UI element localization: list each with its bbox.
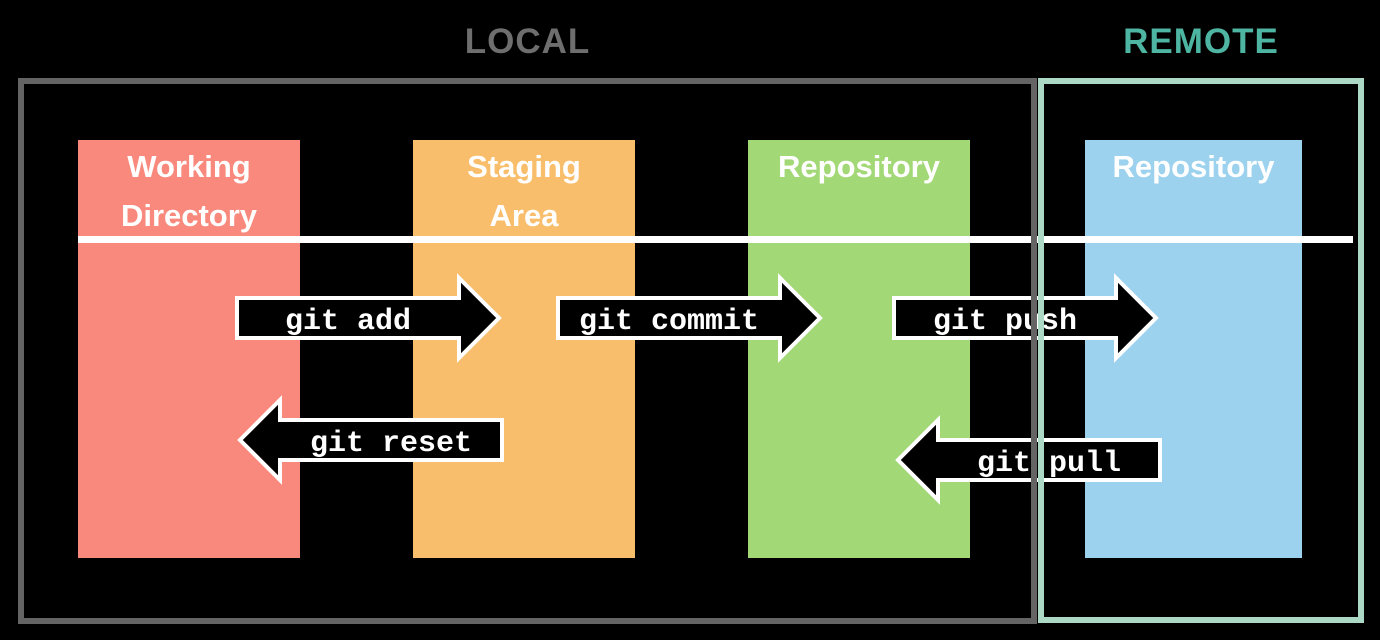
arrow-label-git-push: git push xyxy=(933,305,1077,339)
arrow-label-git-pull: git pull xyxy=(977,447,1121,481)
left-arrow-shape xyxy=(237,395,504,485)
local-region-label: LOCAL xyxy=(464,22,591,61)
arrow-git-pull: git pull xyxy=(895,415,1162,505)
arrow-label-git-reset: git reset xyxy=(310,427,472,461)
remote-region-label: REMOTE xyxy=(1123,22,1279,61)
column-title-local-repository: Repository xyxy=(778,149,940,184)
arrow-git-push: git push xyxy=(892,273,1159,363)
column-title-staging-area: Staging Area xyxy=(467,149,581,233)
right-arrow-shape xyxy=(235,273,502,363)
column-staging-area: Staging Area xyxy=(413,140,635,558)
column-title-working-directory: Working Directory xyxy=(120,149,258,233)
timeline-line xyxy=(78,236,1353,243)
arrow-label-git-add: git add xyxy=(285,305,411,339)
left-arrow-shape xyxy=(895,415,1162,505)
right-arrow-shape xyxy=(892,273,1159,363)
column-working-directory: Working Directory xyxy=(78,140,300,558)
arrow-git-add: git add xyxy=(235,273,502,363)
arrow-git-reset: git reset xyxy=(237,395,504,485)
arrow-git-commit: git commit xyxy=(556,273,823,363)
right-arrow-shape xyxy=(556,273,823,363)
arrow-label-git-commit: git commit xyxy=(579,305,759,339)
column-title-remote-repository: Repository xyxy=(1112,149,1275,184)
